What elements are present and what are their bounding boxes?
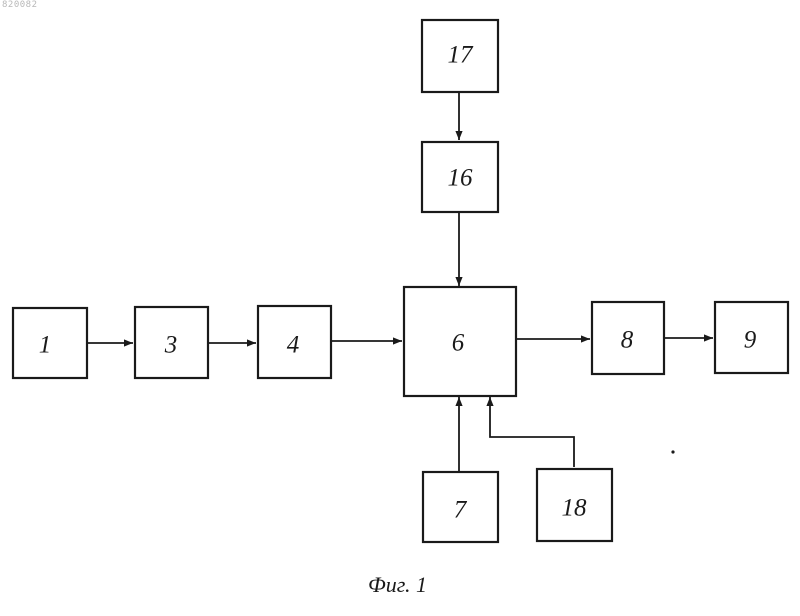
block-1: 1 [13, 308, 87, 378]
block-18: 18 [537, 469, 612, 541]
connector-18-to-6 [490, 397, 574, 467]
block-1-label: 1 [39, 332, 52, 359]
block-9: 9 [715, 302, 788, 373]
block-8-label: 8 [621, 327, 634, 354]
block-6: 6 [404, 287, 516, 396]
block-18-label: 18 [562, 495, 588, 522]
block-3-label: 3 [164, 332, 178, 359]
block-17: 17 [422, 20, 498, 92]
block-17-label: 17 [448, 42, 475, 69]
block-3: 3 [135, 307, 208, 378]
block-4-label: 4 [287, 332, 300, 359]
block-6-label: 6 [452, 330, 465, 357]
block-9-label: 9 [744, 327, 757, 354]
ink-speck [671, 450, 674, 453]
block-7-label: 7 [454, 497, 468, 524]
block-4: 4 [258, 306, 331, 378]
block-16: 16 [422, 142, 498, 212]
block-7: 7 [423, 472, 498, 542]
block-16-label: 16 [448, 165, 474, 192]
figure-caption: Фиг. 1 [368, 572, 427, 598]
block-8: 8 [592, 302, 664, 374]
